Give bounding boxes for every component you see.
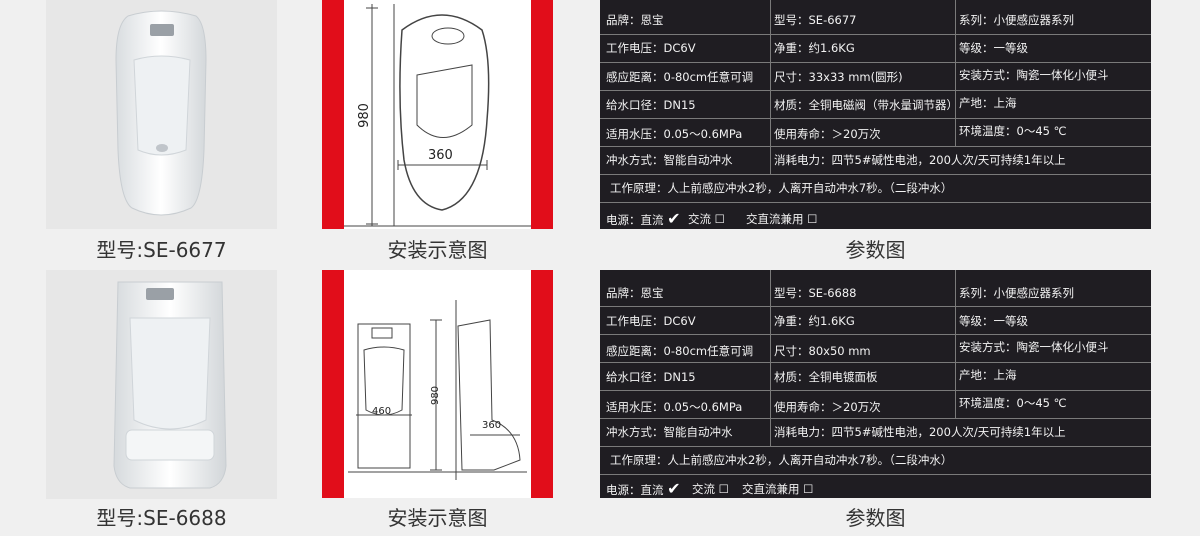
spec-series: 系列：小便感应器系列 [959, 286, 1074, 300]
spec-principle: 工作原理：人上前感应冲水2秒，人离开自动冲水7秒。（二段冲水） [610, 181, 953, 195]
spec-inlet: 给水口径：DN15 [606, 98, 696, 112]
power-option-acdc: 交直流兼用 ☐ [742, 482, 813, 496]
install-drawing [322, 270, 553, 498]
red-bar-right [531, 0, 553, 229]
acdc-label: 交直流兼用 [742, 482, 800, 496]
spec-size: 尺寸：80x50 mm [774, 344, 871, 358]
spec-voltage: 工作电压：DC6V [606, 41, 696, 55]
spec-install: 安装方式：陶瓷一体化小便斗 [959, 340, 1109, 354]
red-bar-left [322, 270, 344, 498]
spec-grade: 等级：一等级 [959, 41, 1028, 55]
spec-brand: 品牌：恩宝 [606, 13, 664, 27]
params-caption: 参数图 [845, 238, 906, 262]
power-option-dc: 电源：直流 ✔ [606, 209, 681, 228]
power-option-dc: 电源：直流 ✔ [606, 479, 681, 498]
checkbox-icon: ☐ [714, 212, 725, 226]
spec-model: 型号：SE-6688 [774, 286, 857, 300]
install-diagram-se6677: 980 360 [322, 0, 553, 229]
spec-table-se6688: 品牌：恩宝 型号：SE-6688 系列：小便感应器系列 工作电压：DC6V 净重… [600, 270, 1151, 498]
install-caption: 安装示意图 [387, 238, 488, 262]
depth-dimension-label: 460 [372, 406, 392, 417]
power-option-acdc: 交直流兼用 ☐ [746, 212, 817, 226]
spec-power-use: 消耗电力：四节5#碱性电池，200人次/天可持续1年以上 [774, 425, 1066, 439]
spec-install: 安装方式：陶瓷一体化小便斗 [959, 68, 1109, 82]
spec-life: 使用寿命：＞20万次 [774, 400, 881, 414]
spec-weight: 净重：约1.6KG [774, 314, 855, 328]
spec-distance: 感应距离：0-80cm任意可调 [606, 70, 754, 84]
spec-material: 材质：全铜电磁阀（带水量调节器） [774, 98, 958, 112]
spec-weight: 净重：约1.6KG [774, 41, 855, 55]
checkbox-icon: ☐ [803, 482, 814, 496]
urinal-round-image [115, 10, 207, 216]
model-caption: 型号:SE-6677 [96, 238, 227, 262]
width-dimension-label: 360 [482, 420, 502, 431]
product-row-se6677: 型号:SE-6677 980 360 安装示意图 品牌： [46, 0, 1151, 262]
spec-power-use: 消耗电力：四节5#碱性电池，200人次/天可持续1年以上 [774, 153, 1066, 167]
model-caption: 型号:SE-6688 [96, 506, 227, 530]
product-row-se6688: 型号:SE-6688 460 980 360 安装示意图 [0, 268, 1200, 536]
ac-label: 交流 [688, 212, 711, 226]
spec-distance: 感应距离：0-80cm任意可调 [606, 344, 754, 358]
install-caption: 安装示意图 [387, 506, 488, 530]
acdc-label: 交直流兼用 [746, 212, 804, 226]
spec-voltage: 工作电压：DC6V [606, 314, 696, 328]
spec-pressure: 适用水压：0.05～0.6MPa [606, 400, 743, 414]
spec-brand: 品牌：恩宝 [606, 286, 664, 300]
spec-temp: 环境温度：0～45 ℃ [959, 396, 1067, 410]
spec-temp: 环境温度：0～45 ℃ [959, 124, 1067, 138]
power-option-ac: 交流 ☐ [692, 482, 729, 496]
checkbox-icon: ☐ [807, 212, 818, 226]
checkbox-icon: ☐ [718, 482, 729, 496]
ac-label: 交流 [692, 482, 715, 496]
power-option-ac: 交流 ☐ [688, 212, 725, 226]
spec-series: 系列：小便感应器系列 [959, 13, 1074, 27]
spec-size: 尺寸：33x33 mm(圆形) [774, 70, 903, 84]
product-photo-se6688 [46, 270, 277, 499]
check-icon: ✔ [667, 209, 681, 228]
install-diagram-se6688: 460 980 360 [322, 270, 553, 498]
power-label: 电源：直流 [606, 213, 664, 227]
width-dimension-label: 360 [428, 148, 453, 163]
spec-inlet: 给水口径：DN15 [606, 370, 696, 384]
spec-flush: 冲水方式：智能自动冲水 [606, 153, 733, 167]
params-caption: 参数图 [845, 506, 906, 530]
spec-grade: 等级：一等级 [959, 314, 1028, 328]
spec-principle: 工作原理：人上前感应冲水2秒，人离开自动冲水7秒。（二段冲水） [610, 453, 953, 467]
height-dimension-label: 980 [356, 103, 372, 128]
install-drawing [322, 0, 553, 229]
spec-life: 使用寿命：＞20万次 [774, 127, 881, 141]
red-bar-right [531, 270, 553, 498]
power-label: 电源：直流 [606, 483, 664, 497]
spec-origin: 产地：上海 [959, 368, 1017, 382]
spec-table-se6677: 品牌：恩宝 型号：SE-6677 系列：小便感应器系列 工作电压：DC6V 净重… [600, 0, 1151, 229]
product-photo-se6677 [46, 0, 277, 229]
spec-origin: 产地：上海 [959, 96, 1017, 110]
spec-flush: 冲水方式：智能自动冲水 [606, 425, 733, 439]
spec-material: 材质：全铜电镀面板 [774, 370, 878, 384]
spec-model: 型号：SE-6677 [774, 13, 857, 27]
urinal-tall-image [113, 281, 227, 489]
red-bar-left [322, 0, 344, 229]
check-icon: ✔ [667, 479, 681, 498]
spec-pressure: 适用水压：0.05～0.6MPa [606, 127, 743, 141]
height-dimension-label: 980 [430, 385, 442, 406]
